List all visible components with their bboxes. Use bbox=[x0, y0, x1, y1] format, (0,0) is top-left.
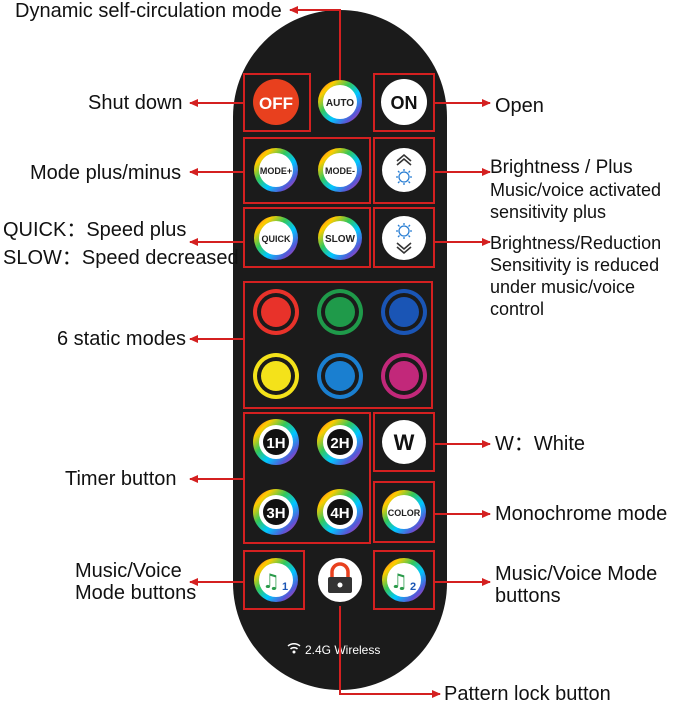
music-mode-1-button[interactable]: ♫ 1 bbox=[254, 558, 298, 602]
label-brightness-reduction-line-1: Brightness/Reduction bbox=[490, 233, 662, 253]
annotation-arrows bbox=[189, 6, 491, 698]
static-color-button-6[interactable] bbox=[381, 353, 427, 399]
static-color-buttons bbox=[253, 289, 427, 399]
music-mode-2-button[interactable]: ♫ 2 bbox=[382, 558, 426, 602]
label-timer: Timer button bbox=[65, 468, 177, 490]
label-brightness-plus: Brightness / Plus Music/voice activated … bbox=[490, 157, 661, 223]
off-button-label: OFF bbox=[259, 94, 293, 113]
label-dynamic-mode: Dynamic self-circulation mode bbox=[15, 0, 282, 22]
music-note-icon: ♫ bbox=[390, 569, 408, 593]
label-music-right-line-1: Music/Voice Mode bbox=[495, 563, 658, 585]
mode-minus-label: MODE- bbox=[325, 166, 355, 176]
music-note-icon: ♫ bbox=[262, 569, 280, 593]
static-color-button-5[interactable] bbox=[317, 353, 363, 399]
label-music-left-line-1: Music/Voice bbox=[75, 560, 182, 582]
wifi-icon bbox=[287, 642, 301, 650]
music-mode-1-label: 1 bbox=[282, 581, 288, 593]
mode-plus-button[interactable]: MODE+ bbox=[254, 148, 298, 192]
quick-button[interactable]: QUICK bbox=[254, 216, 298, 260]
static-color-button-2[interactable] bbox=[317, 289, 363, 335]
label-white: W：White bbox=[495, 433, 585, 455]
color-button-label: COLOR bbox=[388, 508, 421, 518]
mode-plus-label: MODE+ bbox=[260, 166, 292, 176]
mode-minus-button[interactable]: MODE- bbox=[318, 148, 362, 192]
label-brightness-plus-line-2: Music/voice activated bbox=[490, 180, 662, 200]
label-shut-down: Shut down bbox=[88, 92, 183, 114]
label-music-right: Music/Voice Mode buttons bbox=[495, 563, 657, 607]
label-brightness-plus-line-3: sensitivity plus bbox=[490, 202, 607, 222]
label-brightness-reduction-line-3: under music/voice bbox=[490, 277, 636, 297]
white-button-label: W bbox=[394, 430, 415, 455]
on-button[interactable]: ON bbox=[381, 79, 427, 125]
label-mode-plus-minus: Mode plus/minus bbox=[30, 162, 182, 184]
timer-1h-label: 1H bbox=[266, 435, 285, 452]
static-color-button-4[interactable] bbox=[253, 353, 299, 399]
label-brightness-reduction: Brightness/Reduction Sensitivity is redu… bbox=[490, 232, 661, 320]
wireless-text: 2.4G Wireless bbox=[305, 643, 380, 657]
static-color-button-3[interactable] bbox=[381, 289, 427, 335]
wireless-indicator: 2.4G Wireless bbox=[287, 642, 380, 657]
timer-4h-label: 4H bbox=[330, 505, 349, 522]
timer-3h-label: 3H bbox=[266, 505, 285, 522]
auto-button[interactable]: AUTO bbox=[318, 80, 362, 124]
brightness-minus-button[interactable] bbox=[382, 216, 426, 260]
music-mode-2-label: 2 bbox=[410, 581, 416, 593]
label-music-left: Music/Voice Mode buttons bbox=[75, 560, 196, 604]
timer-1h-button[interactable]: 1H bbox=[253, 419, 299, 465]
label-brightness-reduction-line-2: Sensitivity is reduced bbox=[490, 255, 660, 275]
on-button-label: ON bbox=[391, 93, 418, 113]
quick-label: QUICK bbox=[262, 234, 292, 244]
timer-4h-button[interactable]: 4H bbox=[317, 489, 363, 535]
sun-icon bbox=[396, 169, 412, 185]
timer-3h-button[interactable]: 3H bbox=[253, 489, 299, 535]
white-button[interactable]: W bbox=[382, 420, 426, 464]
slow-button[interactable]: SLOW bbox=[318, 216, 362, 260]
chevron-down-icon bbox=[396, 242, 412, 251]
label-pattern-lock: Pattern lock button bbox=[444, 683, 611, 705]
static-color-button-1[interactable] bbox=[253, 289, 299, 335]
label-open: Open bbox=[495, 95, 544, 117]
sun-icon bbox=[396, 223, 412, 239]
label-monochrome: Monochrome mode bbox=[495, 503, 668, 525]
label-slow: SLOW：Speed decreased bbox=[3, 247, 239, 269]
timer-2h-button[interactable]: 2H bbox=[317, 419, 363, 465]
chevron-up-icon bbox=[396, 153, 412, 162]
label-music-right-line-2: buttons bbox=[495, 585, 561, 607]
off-button[interactable]: OFF bbox=[253, 79, 299, 125]
auto-button-label: AUTO bbox=[326, 98, 354, 109]
color-button[interactable]: COLOR bbox=[382, 490, 426, 534]
label-quick: QUICK：Speed plus bbox=[3, 219, 187, 241]
brightness-plus-button[interactable] bbox=[382, 148, 426, 192]
timer-2h-label: 2H bbox=[330, 435, 349, 452]
lock-icon bbox=[330, 562, 350, 578]
label-music-left-line-2: Mode buttons bbox=[75, 582, 197, 604]
label-brightness-plus-line-1: Brightness / Plus bbox=[490, 157, 633, 178]
label-brightness-reduction-line-4: control bbox=[490, 299, 545, 319]
slow-label: SLOW bbox=[325, 234, 356, 245]
pattern-lock-button[interactable] bbox=[318, 558, 362, 602]
label-static-modes: 6 static modes bbox=[57, 328, 186, 350]
